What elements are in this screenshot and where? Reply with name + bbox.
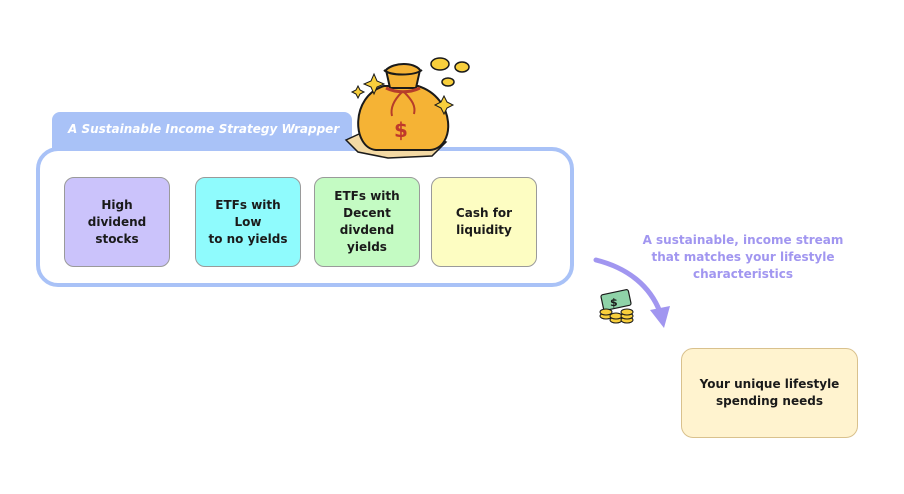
lifestyle-needs-box: Your unique lifestyle spending needs (681, 348, 858, 438)
high-dividend-stocks-box: High dividend stocks (64, 177, 170, 267)
decent-yield-etfs-box: ETFs with Decent divdend yields (314, 177, 420, 267)
income-stream-label: A sustainable, income stream that matche… (642, 233, 844, 281)
wrapper-title: A Sustainable Income Strategy Wrapper (52, 112, 352, 148)
low-yield-etfs-box: ETFs with Low to no yields (195, 177, 301, 267)
svg-text:$: $ (394, 118, 408, 142)
svg-text:$: $ (610, 296, 618, 309)
cash-for-liquidity-box: Cash for liquidity (431, 177, 537, 267)
